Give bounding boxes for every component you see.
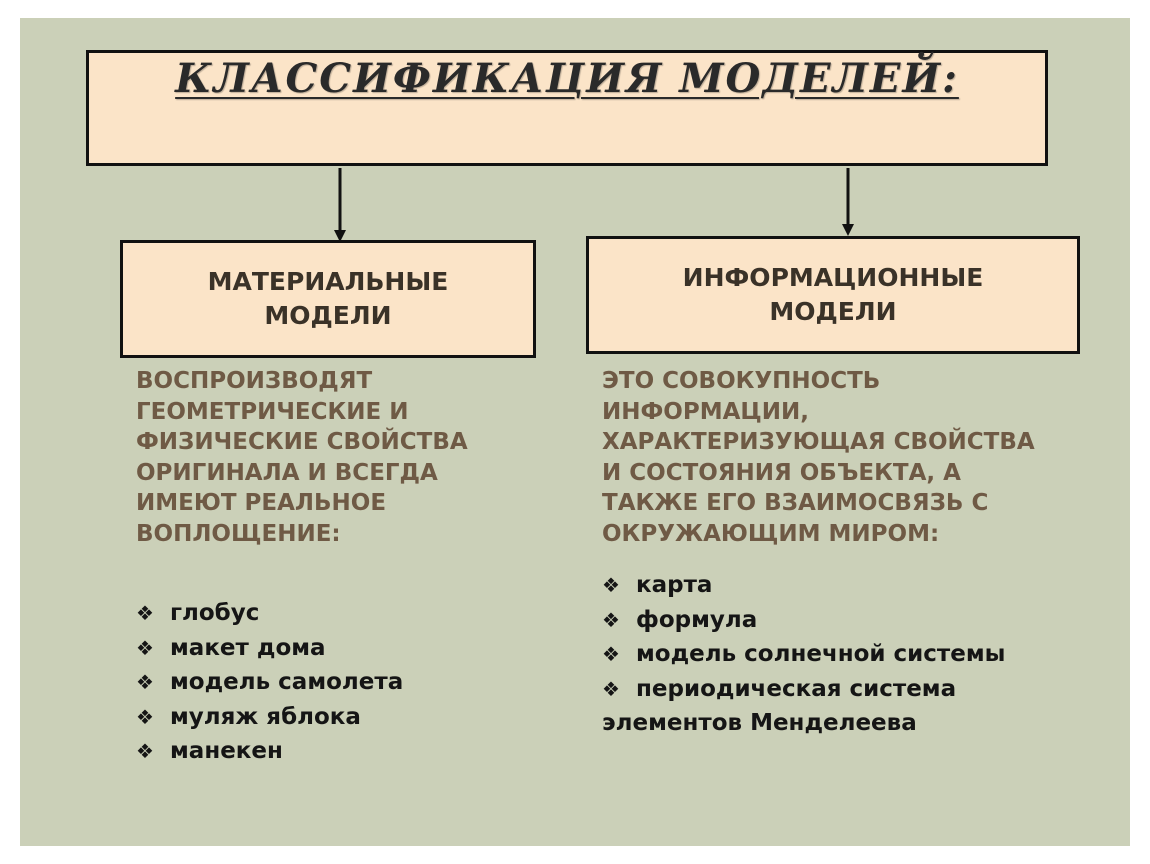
list-item: ❖макет дома <box>136 631 403 666</box>
list-item: ❖манекен <box>136 734 403 769</box>
arrow-left <box>334 168 346 242</box>
list-item: ❖формула <box>602 603 1072 638</box>
list-item: ❖модель солнечной системы <box>602 637 1072 672</box>
information-models-description: ЭТО СОВОКУПНОСТЬ ИНФОРМАЦИИ, ХАРАКТЕРИЗУ… <box>602 368 1035 547</box>
title-box: КЛАССИФИКАЦИЯ МОДЕЛЕЙ: <box>86 50 1048 166</box>
diamond-bullet-icon: ❖ <box>602 642 620 666</box>
diamond-bullet-icon: ❖ <box>136 704 154 729</box>
diamond-bullet-icon: ❖ <box>602 676 620 701</box>
material-models-heading-line1: МАТЕРИАЛЬНЫЕ <box>207 267 449 296</box>
arrow-right <box>842 168 854 236</box>
list-item: ❖муляж яблока <box>136 700 403 735</box>
diamond-bullet-icon: ❖ <box>602 607 620 632</box>
diamond-bullet-icon: ❖ <box>136 739 154 763</box>
diamond-bullet-icon: ❖ <box>602 573 620 597</box>
list-item: ❖карта <box>602 568 1072 603</box>
material-models-box: МАТЕРИАЛЬНЫЕ МОДЕЛИ <box>120 240 536 358</box>
list-item: ❖модель самолета <box>136 665 403 700</box>
diamond-bullet-icon: ❖ <box>136 601 154 625</box>
material-models-description: ВОСПРОИЗВОДЯТ ГЕОМЕТРИЧЕСКИЕ И ФИЗИЧЕСКИ… <box>136 368 468 547</box>
page-title: КЛАССИФИКАЦИЯ МОДЕЛЕЙ: <box>175 55 959 102</box>
material-models-examples: ❖глобус ❖макет дома ❖модель самолета ❖му… <box>136 596 403 769</box>
slide: КЛАССИФИКАЦИЯ МОДЕЛЕЙ: МАТЕРИАЛЬНЫЕ МОДЕ… <box>20 18 1130 846</box>
material-models-heading-line2: МОДЕЛИ <box>264 301 392 330</box>
information-models-examples: ❖карта ❖формула ❖модель солнечной систем… <box>602 568 1072 741</box>
diamond-bullet-icon: ❖ <box>136 670 154 694</box>
diamond-bullet-icon: ❖ <box>136 635 154 660</box>
information-models-heading-line1: ИНФОРМАЦИОННЫЕ <box>682 263 984 292</box>
list-item: ❖глобус <box>136 596 403 631</box>
information-models-heading-line2: МОДЕЛИ <box>769 297 897 326</box>
information-models-box: ИНФОРМАЦИОННЫЕ МОДЕЛИ <box>586 236 1080 354</box>
list-item: ❖периодическая система элементов Менделе… <box>602 672 1072 741</box>
